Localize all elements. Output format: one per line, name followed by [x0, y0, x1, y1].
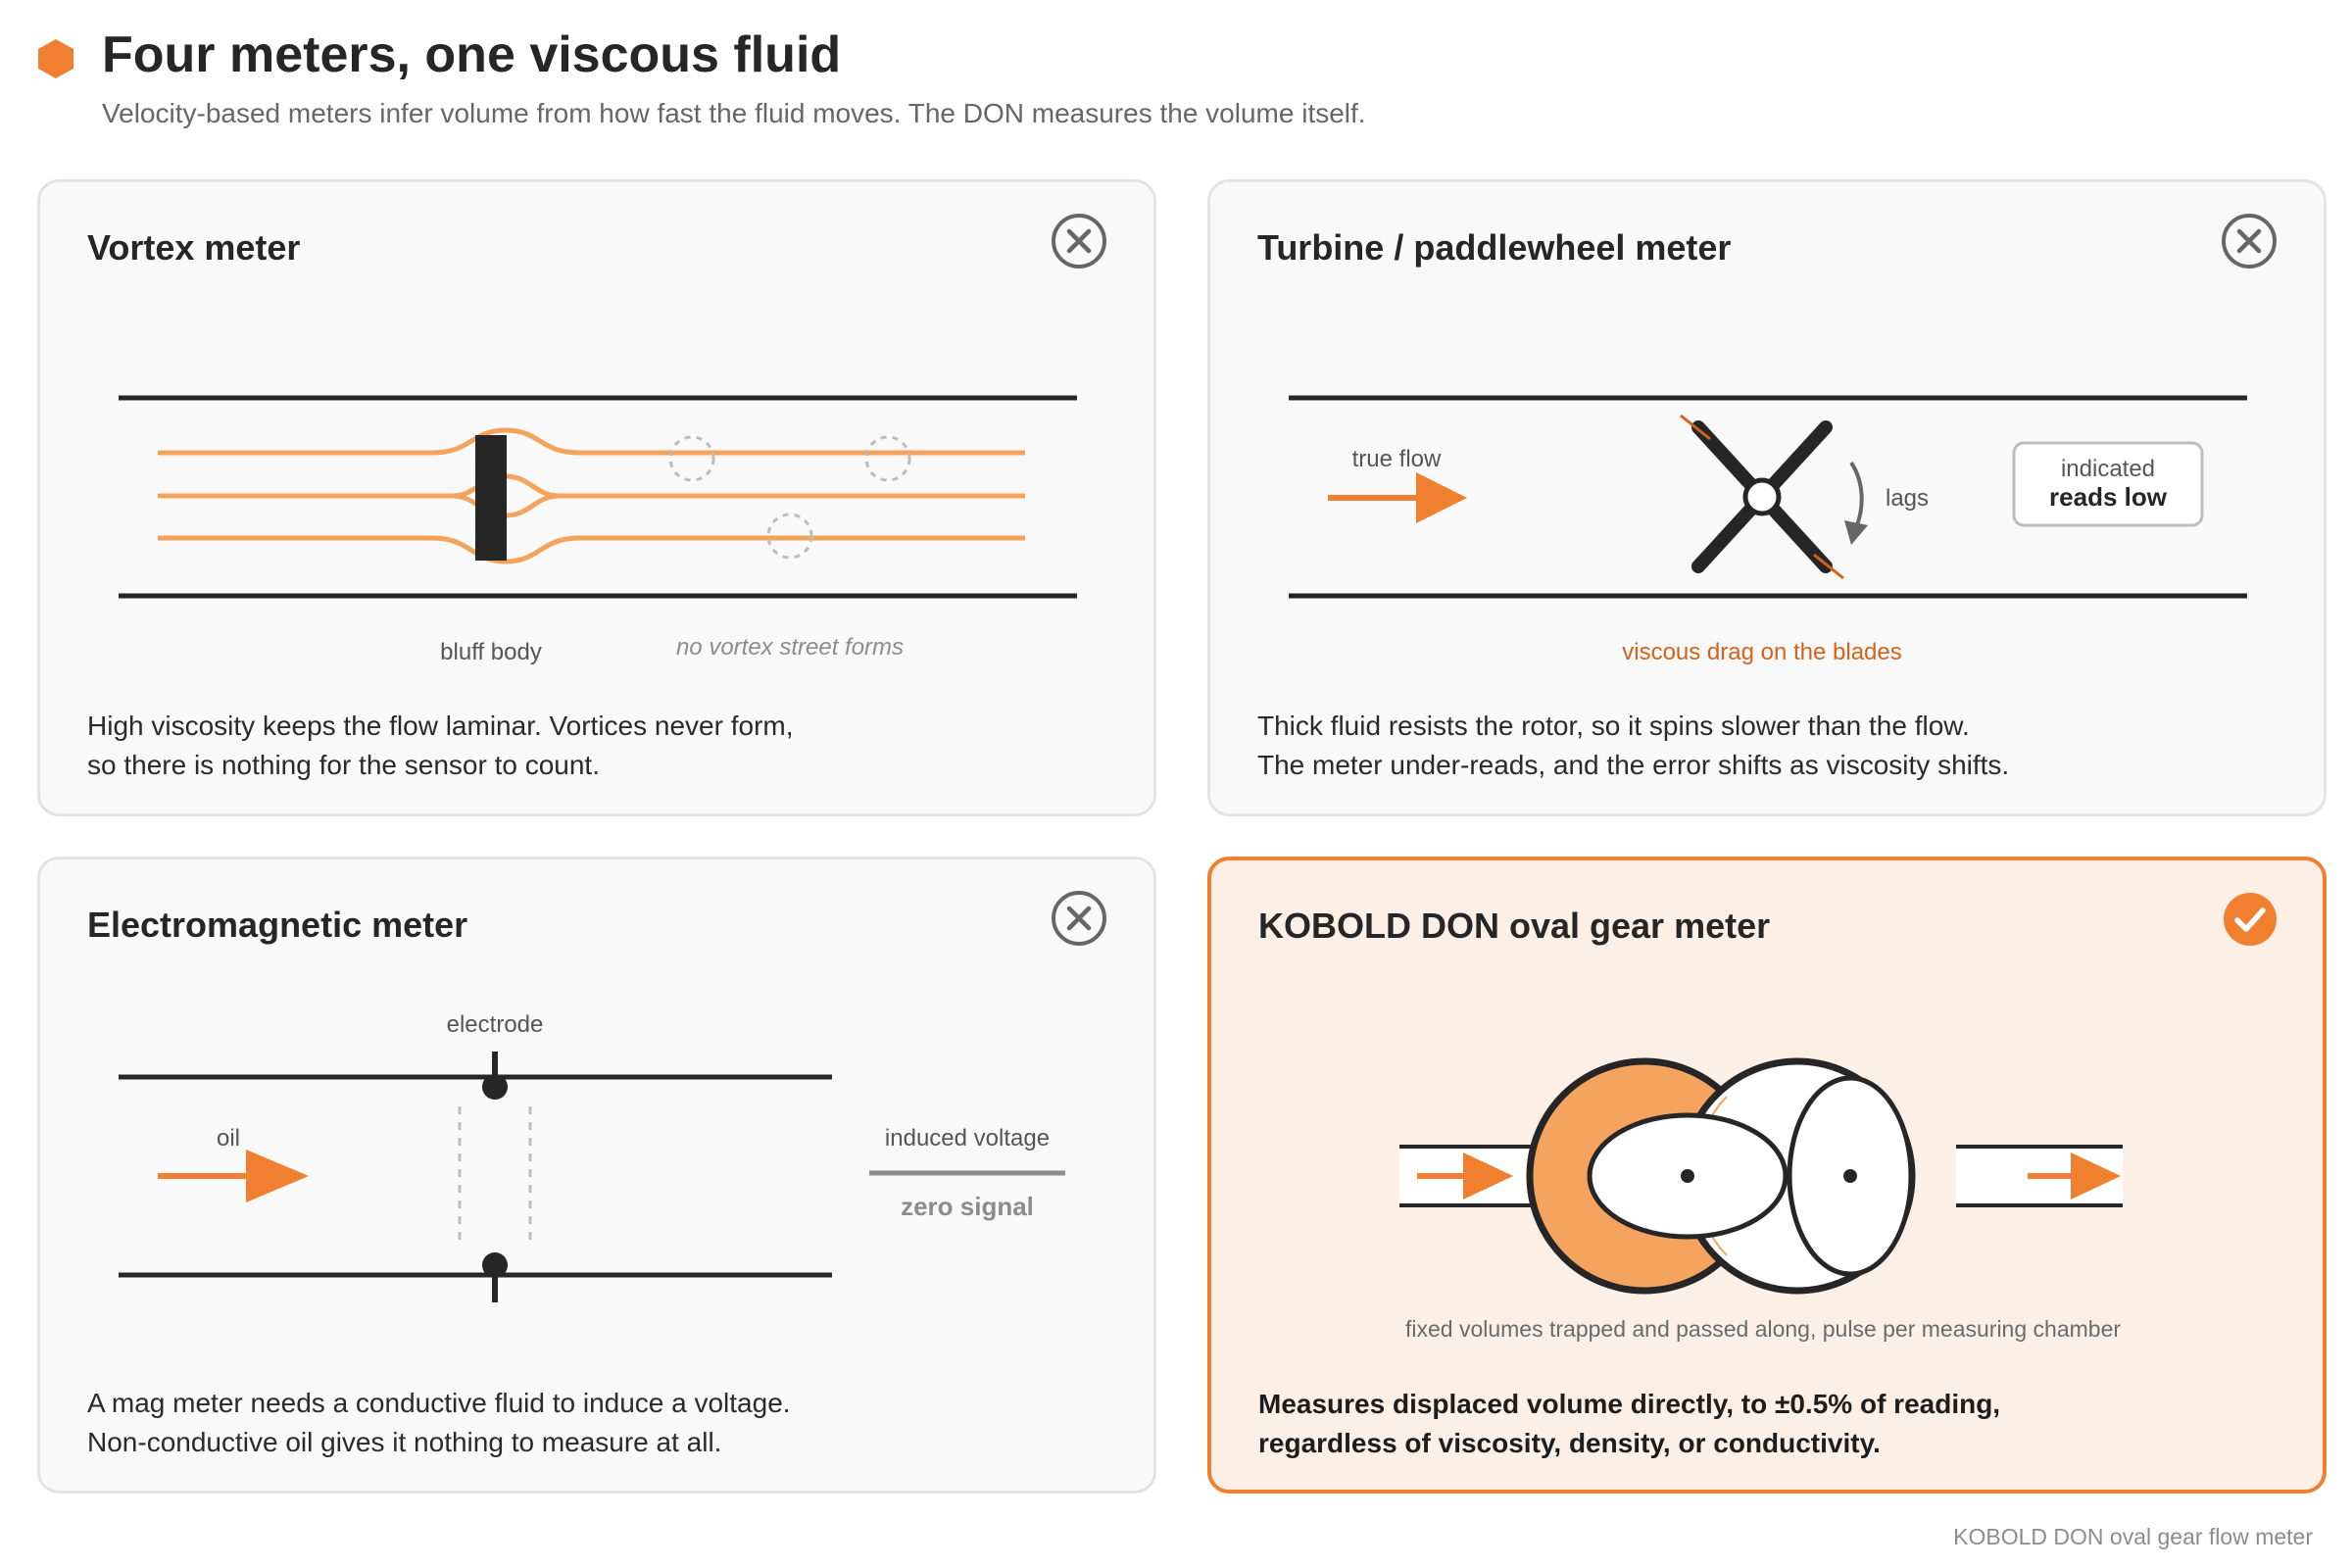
- viscous-drag-label: viscous drag on the blades: [1622, 639, 1902, 665]
- indicated-label: indicated: [2061, 456, 2155, 482]
- inlet-flow-arrow: [1417, 1152, 1513, 1200]
- card-title: Turbine / paddlewheel meter: [1257, 227, 1732, 268]
- electrode-top: [482, 1052, 508, 1100]
- zero-signal-label: zero signal: [901, 1192, 1034, 1221]
- footer-note: KOBOLD DON oval gear flow meter: [1953, 1524, 2313, 1549]
- lags-label: lags: [1886, 485, 1929, 512]
- oval-gear-meter-card: KOBOLD DON oval gear meter fixed: [1207, 857, 2327, 1494]
- card-description: Thick fluid resists the rotor, so it spi…: [1257, 710, 2010, 780]
- true-flow-arrow: [1328, 472, 1467, 523]
- electrode-label: electrode: [447, 1011, 544, 1038]
- outlet-flow-arrow: [2028, 1152, 2121, 1200]
- card-description: High viscosity keeps the flow laminar. V…: [87, 710, 794, 780]
- induced-voltage-label: induced voltage: [885, 1125, 1050, 1152]
- mag-diagram: electrode oil induced voltage zero signa…: [119, 1011, 1065, 1302]
- close-circle-icon: [1052, 214, 1106, 269]
- mag-meter-card: Electromagnetic meter electrode oil indu…: [37, 857, 1156, 1494]
- vortex-diagram: bluff body no vortex street forms: [119, 395, 1077, 665]
- true-flow-label: true flow: [1352, 446, 1442, 472]
- turbine-diagram: true flow lags indicated reads low visco…: [1289, 395, 2247, 665]
- card-description: Measures displaced volume directly, to ±…: [1258, 1389, 2001, 1458]
- vortex-meter-card: Vortex meter bluff body no vortex street…: [37, 179, 1156, 816]
- bluff-body: [475, 435, 507, 561]
- blade-drag-marks: [1680, 414, 1844, 580]
- electrode-bottom: [482, 1252, 508, 1302]
- card-title: Electromagnetic meter: [87, 905, 468, 945]
- reads-low-label: reads low: [2049, 482, 2168, 512]
- oil-flow-arrow: [158, 1150, 309, 1202]
- page-title: Four meters, one viscous fluid: [102, 26, 842, 83]
- oval-gear-diagram: fixed volumes trapped and passed along, …: [1399, 1057, 2123, 1342]
- oil-label: oil: [217, 1125, 240, 1152]
- turbine-meter-card: Turbine / paddlewheel meter true flow la…: [1207, 179, 2327, 816]
- lag-arrow: [1844, 461, 1868, 545]
- card-description: A mag meter needs a conductive fluid to …: [87, 1388, 791, 1457]
- indicated-box: indicated reads low: [2012, 441, 2204, 527]
- rotor-hub: [1742, 477, 1782, 516]
- field-region-lines: [458, 1106, 532, 1247]
- oval-gear-caption: fixed volumes trapped and passed along, …: [1405, 1316, 2121, 1342]
- absent-vortices: [668, 435, 911, 560]
- gear-axle-right: [1843, 1169, 1857, 1183]
- close-circle-icon: [2222, 214, 2277, 269]
- laminar-streamlines: [158, 427, 1025, 564]
- bluff-body-label: bluff body: [440, 639, 542, 665]
- gear-axle-left: [1681, 1169, 1694, 1183]
- card-title: KOBOLD DON oval gear meter: [1258, 906, 1771, 946]
- card-title: Vortex meter: [87, 227, 301, 268]
- no-vortex-label: no vortex street forms: [676, 634, 904, 661]
- hexagon-icon: [38, 39, 74, 78]
- page-subtitle: Velocity-based meters infer volume from …: [102, 98, 1366, 128]
- close-circle-icon: [1052, 891, 1106, 946]
- check-circle-icon: [2224, 893, 2277, 946]
